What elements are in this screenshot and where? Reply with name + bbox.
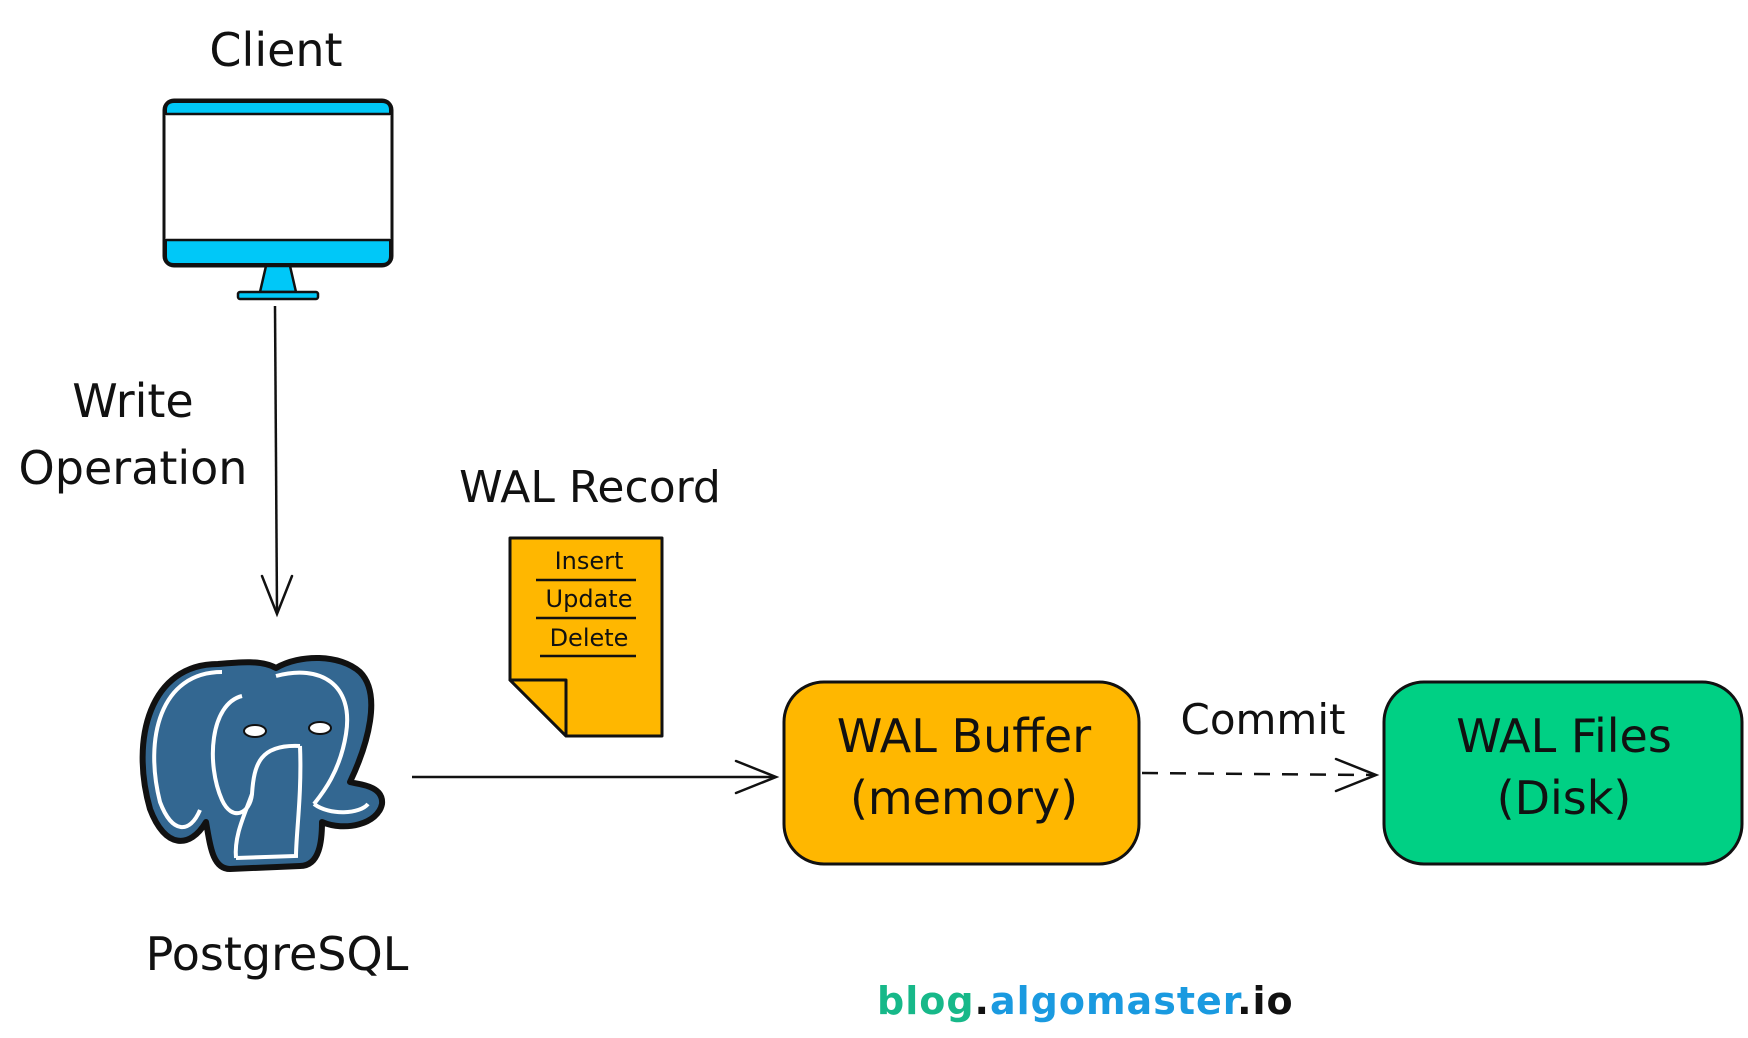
wal-files-box xyxy=(1382,680,1744,866)
postgresql-elephant-icon xyxy=(139,655,385,872)
wal-files-text: WAL Files (Disk) xyxy=(1456,705,1672,829)
commit-label: Commit xyxy=(1180,695,1346,744)
write-arrow xyxy=(260,305,294,618)
wal-record-label: WAL Record xyxy=(459,462,721,513)
watermark: blog.algomaster.io xyxy=(877,979,1294,1024)
document-icon xyxy=(508,536,664,738)
wal-files-title: WAL Files xyxy=(1456,709,1672,763)
buffer-arrow xyxy=(412,759,780,795)
wal-buffer-text: WAL Buffer (memory) xyxy=(837,705,1091,829)
watermark-dot: . xyxy=(974,979,990,1023)
wal-buffer-subtitle: (memory) xyxy=(849,771,1079,826)
watermark-dot: . xyxy=(1237,979,1253,1023)
wal-record-item-insert: Insert xyxy=(554,547,624,575)
monitor-icon xyxy=(162,98,394,301)
postgresql-label: PostgreSQL xyxy=(145,927,409,981)
write-operation-label: Write Operation xyxy=(19,375,248,495)
watermark-algomaster: algomaster xyxy=(989,979,1238,1023)
wal-record-item-delete: Delete xyxy=(549,624,629,652)
client-label: Client xyxy=(209,23,343,77)
write-operation-line2: Operation xyxy=(18,440,248,495)
wal-files-subtitle: (Disk) xyxy=(1496,771,1632,826)
watermark-io: io xyxy=(1252,979,1294,1023)
wal-buffer-box xyxy=(782,680,1141,866)
watermark-blog: blog xyxy=(877,979,975,1023)
write-operation-line1: Write xyxy=(72,374,194,428)
wal-buffer-title: WAL Buffer xyxy=(836,709,1092,763)
wal-record-item-update: Update xyxy=(545,585,633,613)
commit-arrow xyxy=(1141,757,1380,793)
